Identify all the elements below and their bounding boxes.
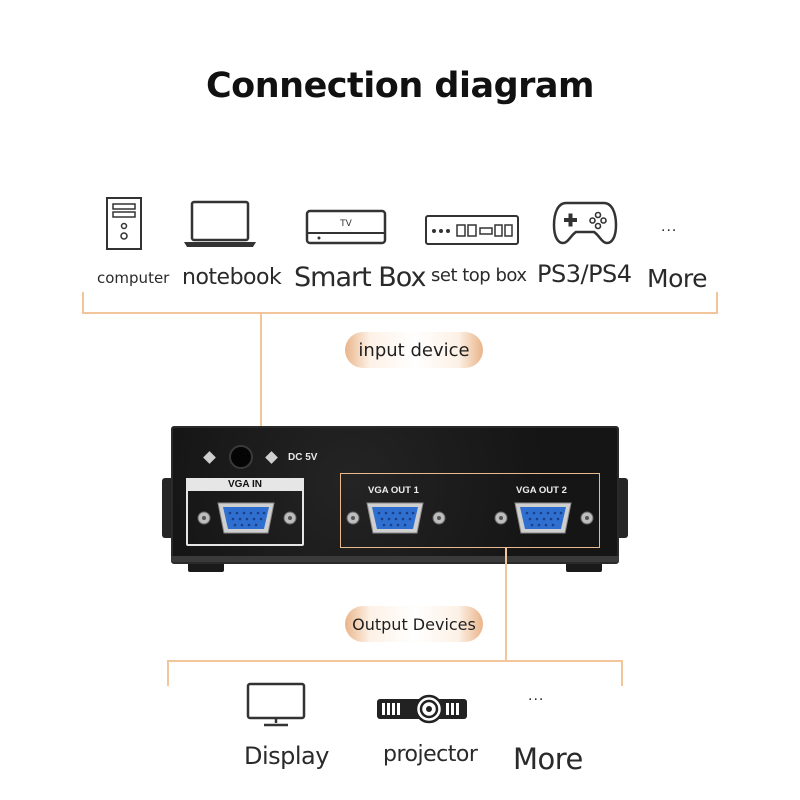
input-label-notebook: notebook: [182, 265, 282, 290]
input-label-smart-box: Smart Box: [294, 262, 426, 293]
monitor-icon: [246, 682, 306, 727]
vga-out-1-port: [346, 502, 446, 534]
dc-power-jack: [229, 445, 253, 469]
vga-in-port: [197, 502, 297, 534]
input-device-pill: input device: [345, 332, 483, 368]
output-ports-highlight: [340, 473, 600, 548]
input-label-set-top-box: set top box: [431, 265, 527, 286]
output-label-projector: projector: [383, 742, 478, 767]
dc-power-label: DC 5V: [288, 452, 318, 463]
input-connector-line: [260, 312, 262, 468]
output-device-pill-label: Output Devices: [352, 614, 476, 634]
input-label-ps3-ps4: PS3/PS4: [537, 260, 632, 288]
input-label-computer: computer: [97, 269, 170, 287]
set-top-box-icon: [425, 215, 519, 245]
input-device-pill-label: input device: [358, 339, 470, 361]
gamepad-icon: [552, 201, 618, 245]
diagram-title: Connection diagram: [206, 66, 595, 106]
output-bracket-right: [621, 660, 623, 686]
vga-out-2-label: VGA OUT 2: [516, 485, 567, 496]
output-bracket-left: [167, 660, 169, 686]
device-bottom-edge: [171, 556, 619, 562]
vga-in-label: VGA IN: [227, 479, 263, 490]
output-connector-line: [505, 548, 507, 662]
output-label-display: Display: [244, 742, 329, 770]
tv-box-icon-text: TV: [339, 219, 352, 229]
output-label-more: More: [513, 742, 583, 776]
input-bracket-line: [82, 312, 718, 314]
output-device-pill: Output Devices: [345, 606, 483, 642]
tv-box-icon: TV: [305, 209, 387, 245]
more-input-icon: ...: [661, 218, 678, 235]
input-bracket-left: [82, 292, 84, 314]
more-output-icon: ...: [528, 687, 545, 704]
vga-out-1-label: VGA OUT 1: [368, 485, 419, 496]
projector-icon: [377, 694, 467, 724]
laptop-icon: [184, 200, 256, 247]
input-label-more: More: [647, 264, 707, 293]
vga-out-2-port: [494, 502, 594, 534]
vga-in-label-bar: [186, 478, 304, 491]
input-bracket-right: [716, 292, 718, 314]
computer-tower-icon: [106, 197, 142, 250]
output-bracket-line: [167, 660, 623, 662]
